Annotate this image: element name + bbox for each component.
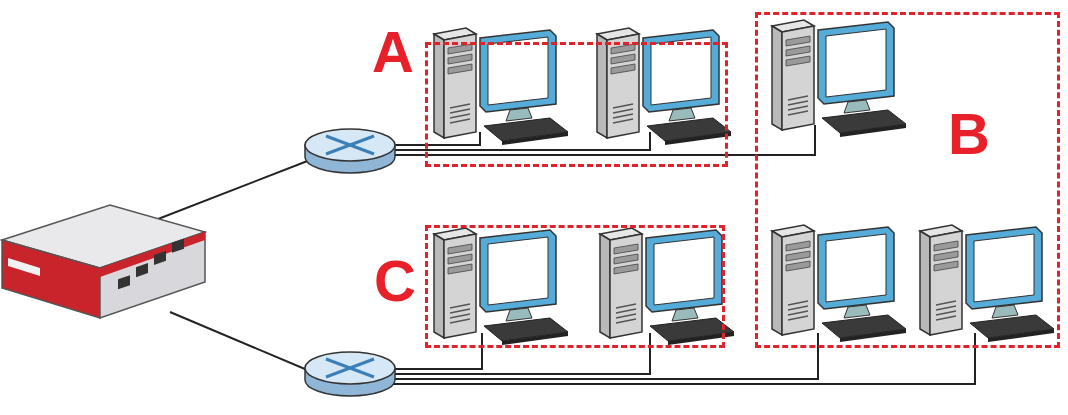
computer — [600, 228, 734, 345]
group-box: A — [425, 42, 728, 167]
computer — [772, 20, 906, 137]
network-switch — [305, 352, 395, 396]
computer — [434, 228, 568, 345]
group-label: A — [372, 23, 414, 81]
network-cable — [394, 333, 650, 374]
network-cable — [392, 333, 975, 384]
group-box: B — [755, 12, 1060, 348]
group-label: C — [374, 252, 416, 310]
computer — [597, 28, 731, 145]
computer — [434, 28, 568, 145]
firewall-device — [2, 205, 205, 318]
computer — [920, 225, 1054, 342]
network-cable — [170, 312, 312, 372]
network-switch — [305, 129, 395, 173]
network-devices — [2, 20, 1054, 396]
network-cable — [140, 160, 310, 226]
network-cable — [392, 333, 482, 369]
computer — [772, 225, 906, 342]
group-box: C — [425, 225, 725, 348]
group-label: B — [948, 105, 990, 163]
